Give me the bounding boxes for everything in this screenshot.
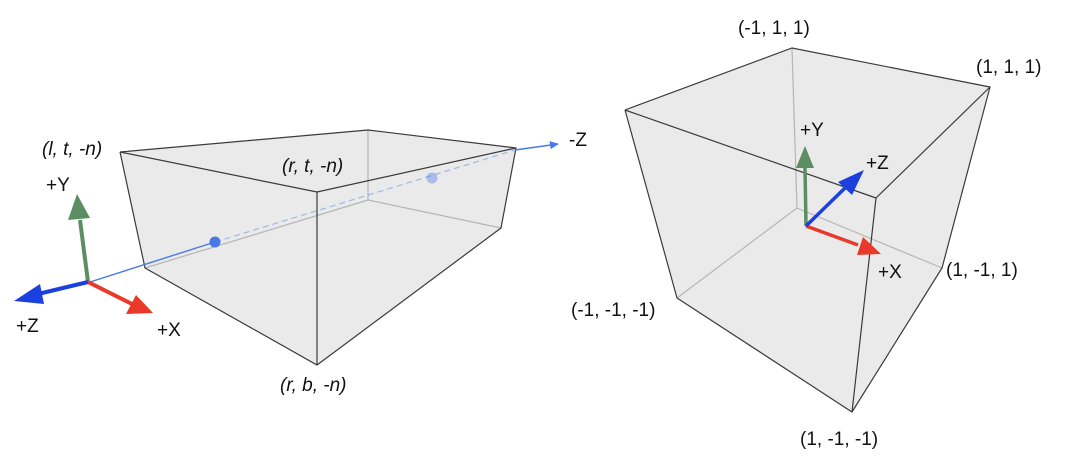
- near-plane-center-dot: [209, 236, 221, 248]
- left-y-axis-label: +Y: [46, 175, 70, 196]
- cube-edge: [875, 86, 991, 199]
- z-axis-arrow-head: [14, 284, 44, 304]
- ndc-cube-diagram: (-1, 1, 1) (1, 1, 1) (1, -1, 1) (-1, -1,…: [571, 18, 1041, 450]
- view-frustum-diagram: (l, t, -n) (r, t, -n) (r, b, -n) +Y +X +…: [14, 129, 587, 396]
- right-x-axis-label: +X: [878, 262, 902, 283]
- view-direction-label: -Z: [569, 130, 587, 151]
- corner-label-neg1-1-1: (-1, 1, 1): [738, 18, 810, 39]
- cube-left-face: [625, 110, 876, 412]
- corner-label-1-1-1: (1, 1, 1): [976, 57, 1041, 78]
- corner-label-r-b-n: (r, b, -n): [280, 375, 347, 396]
- corner-label-1-neg1-1: (1, -1, 1): [946, 260, 1018, 281]
- frustum-edge: [119, 151, 318, 193]
- cube-hidden-edge: [791, 47, 798, 209]
- frustum-outline: [119, 129, 517, 366]
- right-axis-gizmo: [796, 146, 881, 255]
- z-axis-arrow-head: [838, 170, 864, 195]
- right-y-axis-label: +Y: [800, 120, 824, 141]
- y-axis-line: [803, 167, 808, 227]
- cube-right-face: [852, 87, 990, 412]
- y-axis-arrow-head: [796, 146, 814, 168]
- corner-label-1-neg1-neg1: (1, -1, -1): [800, 429, 878, 450]
- left-x-axis-label: +X: [157, 320, 181, 341]
- view-ray-line: [89, 241, 216, 283]
- x-axis-line: [87, 280, 133, 306]
- frustum-front-face: [120, 152, 317, 365]
- y-axis-arrow-head: [68, 194, 90, 220]
- right-z-axis-label: +Z: [866, 153, 889, 174]
- corner-label-l-t-n: (l, t, -n): [42, 139, 102, 160]
- left-z-axis-label: +Z: [16, 316, 39, 337]
- frustum-top-face: [120, 130, 516, 192]
- corner-label-neg1-neg1-neg1: (-1, -1, -1): [571, 300, 655, 321]
- z-axis-line: [37, 280, 89, 296]
- view-ray-dashed: [214, 149, 516, 243]
- frustum-edge: [316, 147, 517, 193]
- frustum-right-face: [317, 148, 516, 365]
- cube-hidden-edge: [796, 207, 943, 269]
- z-axis-line: [804, 185, 848, 228]
- frustum-hidden-edge: [144, 199, 369, 269]
- cube-top-face: [625, 48, 990, 198]
- y-axis-line: [78, 219, 90, 283]
- x-axis-arrow-head: [857, 237, 881, 255]
- cube-edge: [851, 197, 877, 413]
- frustum-hidden-edge: [367, 199, 502, 229]
- view-ray-outside: [514, 141, 559, 151]
- cube-edge: [624, 109, 877, 199]
- x-axis-line: [805, 224, 859, 247]
- far-plane-center-dot: [426, 172, 438, 184]
- cube-outline: [624, 47, 991, 413]
- x-axis-arrow-head: [126, 295, 153, 314]
- left-axis-gizmo: [14, 194, 153, 314]
- corner-label-r-t-n: (r, t, -n): [282, 156, 343, 177]
- cube-hidden-edge: [676, 207, 798, 299]
